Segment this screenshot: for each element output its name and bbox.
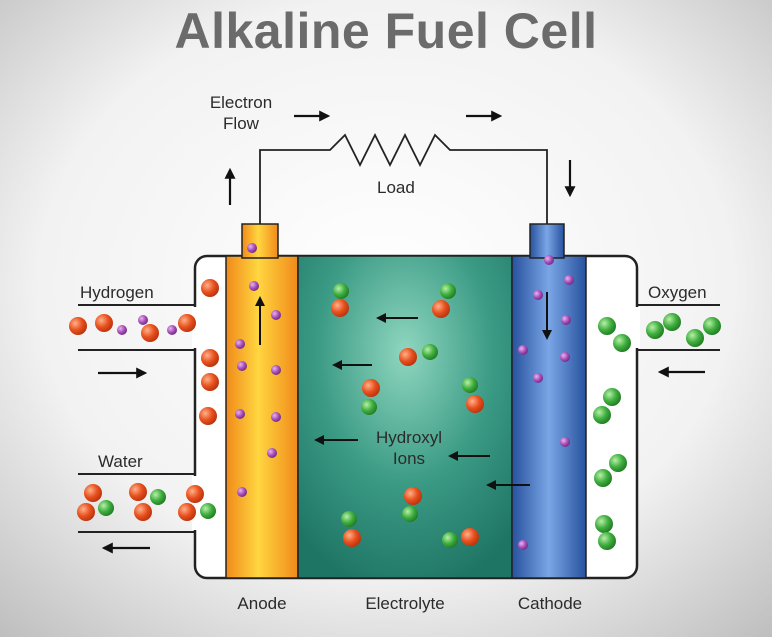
anode-label: Anode: [237, 594, 287, 613]
anode-electrons: [235, 243, 281, 497]
electrolyte-region: [297, 255, 513, 579]
cathode-plate: [511, 255, 587, 579]
oxygen-molecules: [593, 313, 721, 550]
hydrogen-label: Hydrogen: [80, 283, 154, 302]
external-circuit-wire: [259, 132, 548, 224]
hydroxyl-ions: [331, 283, 484, 548]
anode-terminal: [241, 223, 279, 259]
cathode-electrons: [518, 255, 574, 550]
diagram-title: Alkaline Fuel Cell: [174, 3, 598, 59]
electron-flow-label-line1: Electron: [209, 93, 273, 112]
hydrogen-molecules: [69, 279, 219, 425]
water-label: Water: [98, 452, 143, 471]
load-label: Load: [377, 178, 415, 197]
hydroxyl-ions-label-line1: Hydroxyl: [375, 428, 443, 447]
cathode-label: Cathode: [517, 594, 583, 613]
electron-flow-label-line2: Flow: [223, 114, 259, 133]
hydroxyl-ions-label-line2: Ions: [392, 449, 426, 468]
electrolyte-label: Electrolyte: [365, 594, 445, 613]
water-molecules: [77, 483, 216, 521]
cathode-terminal: [529, 223, 565, 259]
oxygen-label: Oxygen: [648, 283, 707, 302]
